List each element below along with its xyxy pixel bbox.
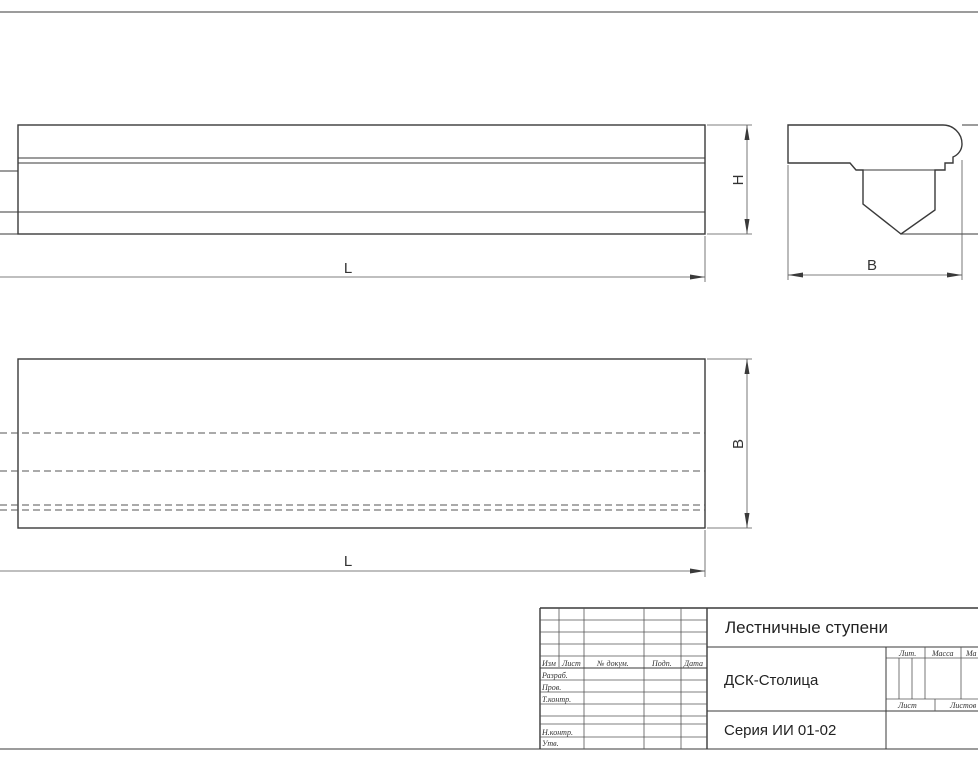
front-height-arrow-bottom	[744, 219, 750, 234]
tb-col-header: Дата	[683, 659, 703, 668]
tb-sheet-label: Лист	[897, 701, 917, 710]
tb-row-label: Утв.	[542, 739, 559, 748]
front-length-arrow	[690, 274, 705, 280]
front-length-dimension: L	[0, 236, 706, 282]
side-width-label: B	[867, 257, 877, 274]
side-view-profile	[787, 124, 963, 235]
front-view	[0, 124, 706, 235]
title-block: Лестничные ступени ДСК-Столица Серия ИИ …	[539, 607, 978, 749]
tb-col-header: № докум.	[596, 659, 629, 668]
side-width-arrow-right	[947, 272, 962, 278]
side-view	[787, 124, 978, 235]
tb-series: Серия ИИ 01-02	[724, 722, 836, 739]
side-width-arrow-left	[788, 272, 803, 278]
plan-width-dimension: B	[707, 358, 752, 529]
plan-length-arrow	[690, 568, 705, 574]
side-width-dimension: B	[787, 160, 963, 280]
front-height-dimension: H	[707, 124, 752, 235]
tb-row-label: Т.контр.	[542, 695, 571, 704]
tb-sheets-label: Листов	[949, 701, 977, 710]
front-height-label: H	[730, 175, 747, 186]
plan-view	[0, 358, 706, 529]
plan-length-dimension: L	[0, 530, 706, 577]
front-view-outline	[17, 124, 706, 235]
tb-lit-label: Лит.	[898, 649, 916, 658]
tb-organization: ДСК-Столица	[724, 672, 819, 689]
front-view-left-step	[0, 163, 19, 172]
plan-length-label: L	[344, 553, 352, 570]
plan-width-label: B	[730, 439, 747, 449]
tb-col-header: Изм	[541, 659, 556, 668]
plan-view-outline	[17, 358, 706, 529]
tb-scale-label: Ма	[965, 649, 977, 658]
tb-col-header: Подп.	[651, 659, 672, 668]
plan-width-arrow-bottom	[744, 513, 750, 528]
tb-row-label: Н.контр.	[541, 728, 573, 737]
tb-row-label: Разраб.	[541, 671, 568, 680]
tb-row-label: Пров.	[541, 683, 561, 692]
tb-title: Лестничные ступени	[725, 618, 888, 637]
front-height-arrow-top	[744, 125, 750, 140]
tb-col-header: Лист	[561, 659, 581, 668]
front-length-label: L	[344, 260, 352, 277]
plan-width-arrow-top	[744, 359, 750, 374]
tb-mass-label: Масса	[931, 649, 953, 658]
